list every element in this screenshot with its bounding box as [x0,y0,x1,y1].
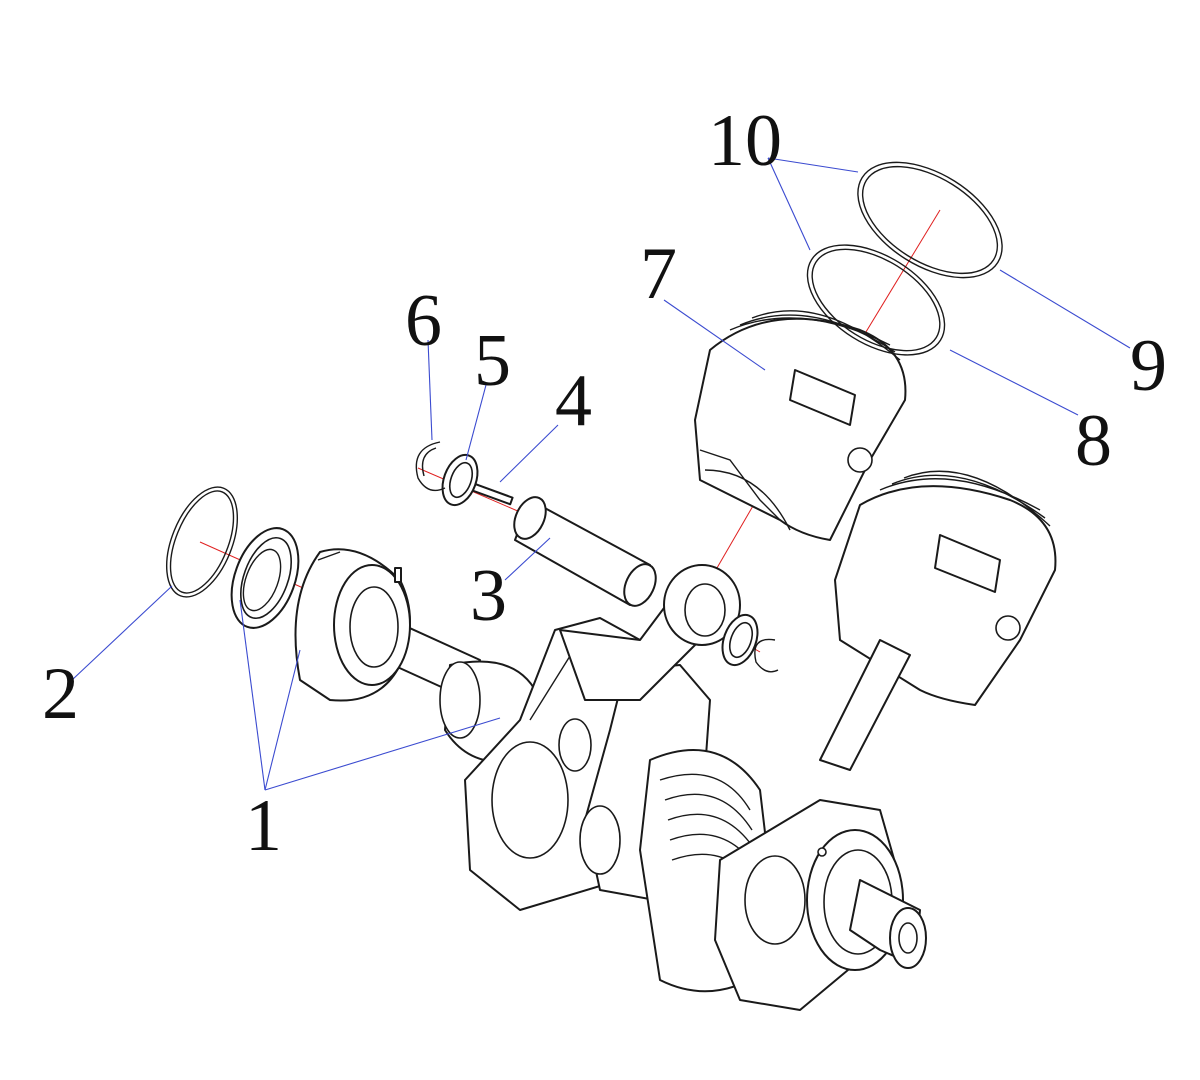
callout-labels: 1 2 3 4 5 6 7 8 9 10 [42,100,1167,867]
leader-2 [71,585,173,681]
wrist-pin-clip [415,441,446,492]
leader-lines [71,157,1131,791]
piston-1-port [789,369,856,426]
crank-web-1-hole [558,718,592,772]
piston-1-pin-boss [847,447,873,473]
rear-bearing-dot [817,847,827,857]
crank-circlip [166,486,238,598]
crank-journal-grooves [659,773,761,891]
piston-2-port [934,534,1001,593]
leader-6 [427,339,433,441]
piston-ring-lower-inner [811,248,941,352]
leader-1c [264,717,501,791]
piston-pin-end-a [513,496,547,540]
piston-1-ring-grooves [729,310,901,361]
crank-web-1-pin [491,741,569,859]
callout-6: 6 [405,280,442,362]
crank-circlip-inner [169,490,235,594]
leader-1a [239,599,266,791]
callout-9: 9 [1130,325,1167,407]
piston-1-skirt [699,449,791,531]
leader-8 [949,349,1079,416]
callout-8: 8 [1075,400,1112,482]
piston-ring-upper [857,161,1003,279]
front-bearing-edge [317,551,341,561]
callout-10: 10 [708,100,782,182]
crankshaft [359,609,927,1011]
piston-2-pin-boss [995,615,1021,641]
oil-seal [230,527,300,629]
crank-web-2-hole [579,805,621,875]
leader-1b [264,649,301,791]
small-end-washer-inner [728,621,754,659]
front-bearing [294,548,411,702]
crank-circlip-outer [166,486,238,598]
callout-4: 4 [555,360,592,442]
oil-seal-inner [240,537,292,619]
callout-1: 1 [245,785,282,867]
piston-1 [694,310,907,541]
crank-web-3-pin [744,855,806,945]
small-end-rings [721,613,779,673]
callout-2: 2 [42,653,79,735]
con-rod-1-bore [684,583,726,637]
leader-7 [663,299,766,371]
axis-rings-vertical [854,209,941,351]
leader-5 [465,384,487,461]
leader-9 [999,269,1131,349]
piston-pin [513,496,657,607]
front-bearing-bore [349,586,399,668]
piston-2-ring-grooves [879,470,1051,527]
connecting-rod-2 [819,639,911,771]
small-end-clip [754,638,779,673]
piston-ring-upper-outer [857,161,1003,279]
front-bearing-pin [394,567,402,583]
rear-stub-bore [898,922,918,954]
oil-seal-lip [242,548,282,612]
piston-ring-lower-outer [806,244,946,356]
washer [441,453,479,507]
piston-ring-lower [806,244,946,356]
piston-ring-upper-inner [861,165,999,275]
leader-10b [767,157,811,251]
callout-7: 7 [640,233,677,315]
piston-pin-end-b [623,563,657,607]
callout-3: 3 [470,555,507,637]
leader-4 [499,424,559,483]
leader-10a [767,157,859,173]
callout-5: 5 [474,320,511,402]
washer-inner [448,461,474,499]
leader-3 [504,537,551,581]
crankshaft-journal-face [439,661,481,739]
connecting-rod-1 [559,564,741,701]
